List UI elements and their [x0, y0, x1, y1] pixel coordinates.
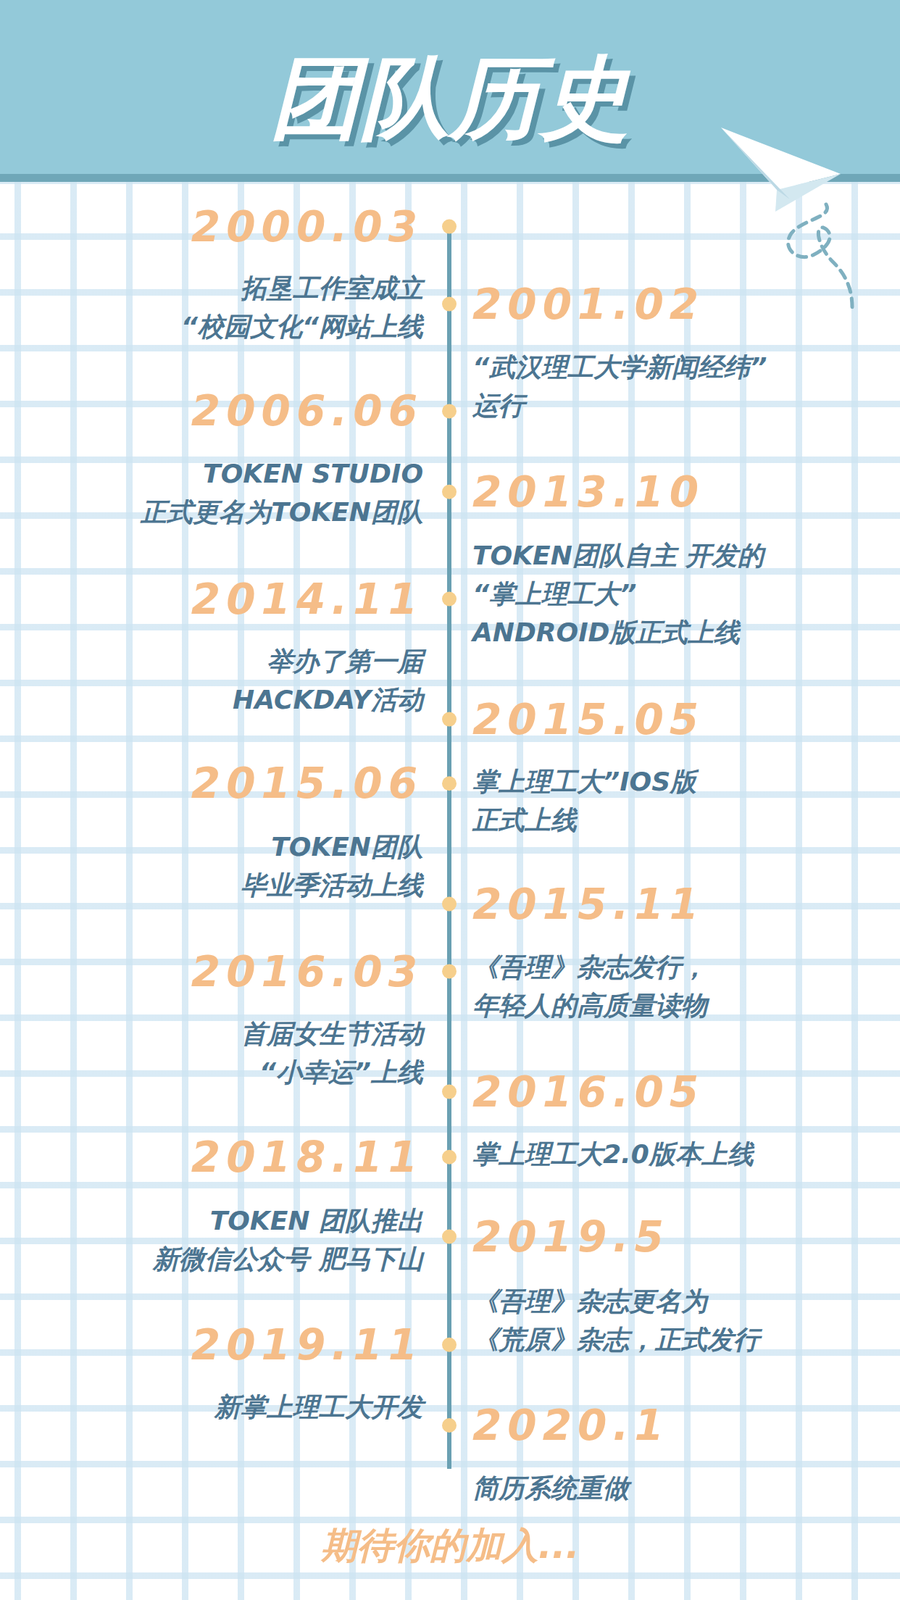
timeline-dot	[442, 484, 457, 500]
event-date: 2018.11	[118, 1131, 424, 1183]
event-description: TOKEN 团队推出 新微信公众号 肥马下山	[133, 1201, 424, 1279]
timeline-dot	[442, 1150, 457, 1165]
plane-body	[721, 127, 790, 200]
event-date: 2019.5	[472, 1211, 777, 1263]
event-date: 2014.11	[118, 573, 424, 625]
event-date: 2015.11	[472, 878, 777, 930]
event-description: 掌上理工大”IOS版 正式上线	[472, 762, 734, 840]
timeline-dot	[442, 592, 457, 607]
event-date: 2019.11	[118, 1319, 424, 1371]
timeline-dot	[442, 1337, 457, 1353]
flight-trail	[788, 204, 853, 308]
timeline-dot	[442, 963, 457, 979]
event-description: 举办了第一届 HACKDAY活动	[191, 642, 424, 719]
page-title: 团队历史	[0, 43, 900, 153]
paper-plane	[721, 127, 853, 308]
timeline-dot	[442, 897, 457, 912]
event-date: 2001.02	[472, 278, 777, 330]
event-description: 《吾理》杂志发行， 年轻人的高质量读物	[472, 947, 734, 1025]
timeline-dot	[442, 776, 457, 791]
timeline-dot	[442, 1418, 457, 1433]
event-date: 2015.06	[118, 757, 424, 809]
event-description: “武汉理工大学新闻经纬” 运行	[472, 347, 806, 425]
event-description: 拓垦工作室成立 “校园文化“网站上线	[133, 268, 424, 346]
event-date: 2016.03	[118, 946, 424, 998]
timeline-dot	[442, 219, 457, 235]
event-description: 《吾理》杂志更名为 《荒原》杂志，正式发行	[472, 1281, 777, 1359]
event-description: 首届女生节活动 “小幸运”上线	[205, 1014, 424, 1092]
timeline-dot	[442, 1084, 457, 1100]
event-date: 2000.03	[118, 201, 424, 253]
event-date: 2013.10	[472, 466, 777, 518]
closing-note: 期待你的加入...	[0, 1520, 900, 1572]
timeline-dots	[442, 219, 457, 1433]
timeline-dot	[442, 712, 457, 727]
timeline-dot	[442, 403, 457, 419]
event-description: 掌上理工大2.0版本上线	[472, 1134, 806, 1174]
event-description: 新掌上理工大开发	[133, 1387, 424, 1427]
plane-fold	[775, 173, 841, 212]
event-date: 2020.1	[472, 1400, 777, 1451]
timeline-dot	[442, 297, 457, 312]
timeline-dot	[442, 1229, 457, 1245]
event-date: 2016.05	[472, 1066, 777, 1118]
event-date: 2006.06	[118, 385, 424, 437]
event-description: TOKEN STUDIO 正式更名为TOKEN团队	[133, 454, 424, 532]
event-description: TOKEN团队 毕业季活动上线	[205, 827, 424, 905]
event-description: TOKEN团队自主 开发的“掌上理工大” ANDROID版正式上线	[472, 536, 777, 652]
event-date: 2015.05	[472, 694, 777, 745]
event-description: 简历系统重做	[472, 1468, 763, 1508]
